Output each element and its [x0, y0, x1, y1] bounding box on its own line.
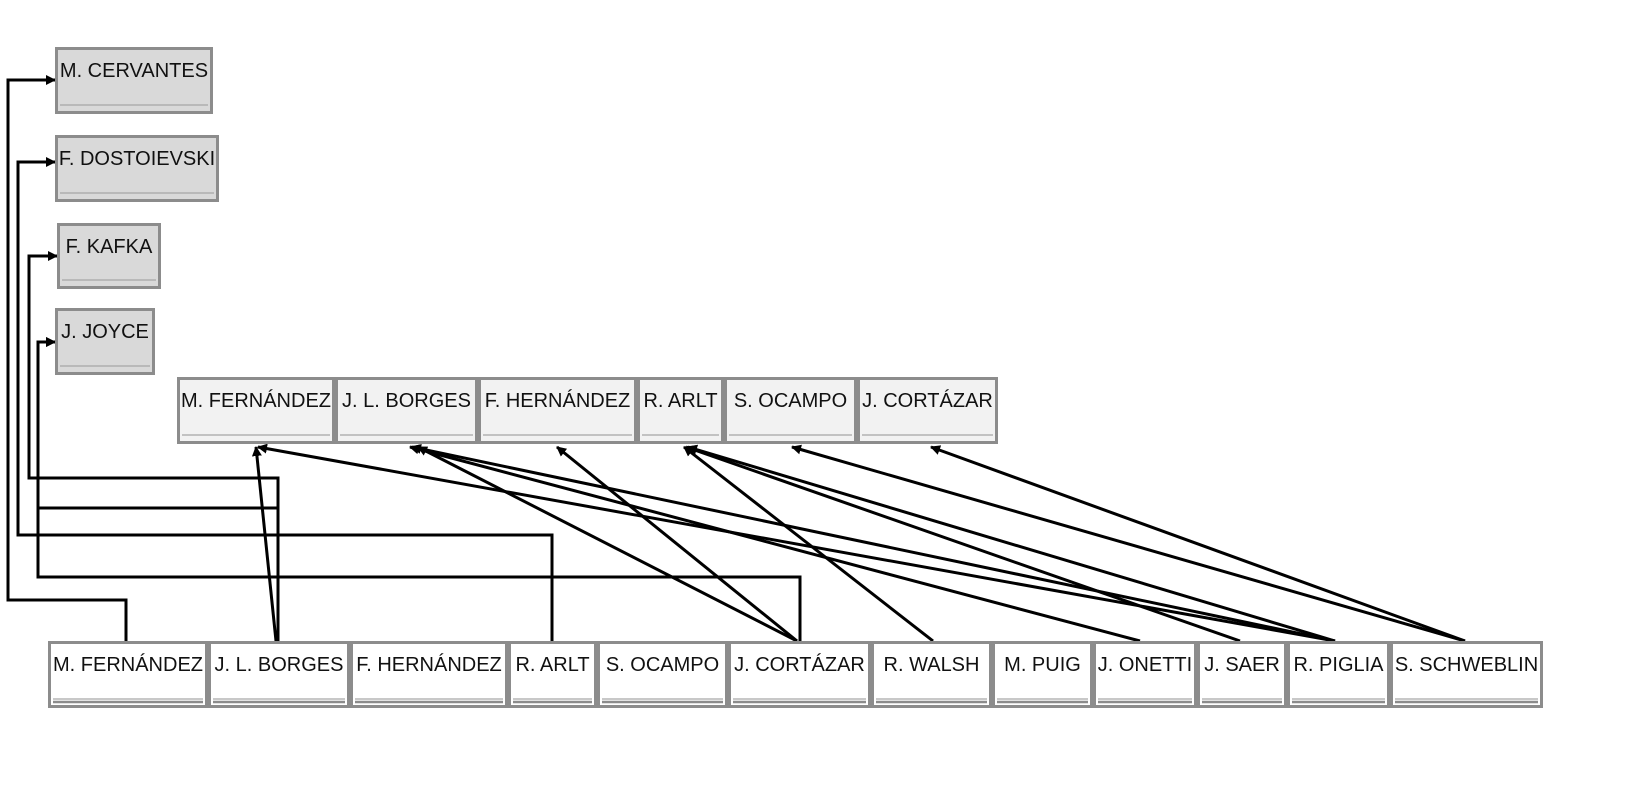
- top-author-label: F. KAFKA: [66, 236, 153, 258]
- top-author-box-frame: [55, 47, 213, 114]
- bottom-author-box-arlt: R. ARLT: [508, 641, 597, 708]
- influence-arrow-piglia-to-borges: [411, 443, 1336, 643]
- influence-arrow-saer-to-arlt: [685, 445, 1241, 643]
- bottom-author-box-ocampo: S. OCAMPO: [597, 641, 728, 708]
- middle-author-label: J. L. BORGES: [342, 390, 471, 412]
- bottom-author-label: J. CORTÁZAR: [734, 653, 865, 676]
- middle-author-box-frame: [637, 377, 724, 444]
- middle-author-box-ocampo: S. OCAMPO: [724, 377, 857, 444]
- bottom-author-box-walsh: R. WALSH: [871, 641, 992, 708]
- influence-arrow-arlt-to-dostoievski: [16, 157, 554, 641]
- top-author-box-cervantes: M. CERVANTES: [55, 47, 213, 114]
- top-author-label: M. CERVANTES: [60, 60, 208, 82]
- bottom-author-label: M. FERNÁNDEZ: [53, 653, 203, 676]
- middle-author-box-arlt: R. ARLT: [637, 377, 724, 444]
- middle-author-box-frame: [177, 377, 335, 444]
- bottom-author-box-frame: [597, 641, 728, 708]
- bottom-author-box-frame: [1390, 641, 1543, 708]
- influence-arrow-schweblin-to-cortazar: [930, 445, 1466, 643]
- middle-author-label: F. HERNÁNDEZ: [485, 389, 631, 412]
- middle-author-box-borges: J. L. BORGES: [335, 377, 478, 444]
- bottom-author-label: J. ONETTI: [1098, 654, 1192, 676]
- bottom-author-box-frame: [208, 641, 350, 708]
- bottom-author-box-hernandez: F. HERNÁNDEZ: [350, 641, 508, 708]
- bottom-author-label: R. ARLT: [515, 654, 589, 676]
- bottom-author-label: R. PIGLIA: [1293, 654, 1384, 676]
- influence-arrow-schweblin-to-ocampo: [791, 444, 1466, 643]
- bottom-author-box-saer: J. SAER: [1197, 641, 1287, 708]
- bottom-author-label: S. OCAMPO: [606, 654, 719, 676]
- top-author-label: F. DOSTOIEVSKI: [59, 148, 215, 170]
- bottom-author-box-borges: J. L. BORGES: [208, 641, 350, 708]
- influence-arrow-cortazar-to-joyce: [36, 337, 802, 641]
- bottom-author-box-frame: [728, 641, 871, 708]
- middle-author-box-frame: [857, 377, 998, 444]
- top-author-box-frame: [55, 135, 219, 202]
- top-author-box-dostoievski: F. DOSTOIEVSKI: [55, 135, 219, 202]
- bottom-author-label: R. WALSH: [884, 654, 980, 676]
- middle-author-label: R. ARLT: [643, 390, 717, 412]
- bottom-author-box-fernandez: M. FERNÁNDEZ: [48, 641, 208, 708]
- bottom-author-label: F. HERNÁNDEZ: [356, 653, 502, 676]
- influence-arrow-borges-to-fernandez: [251, 446, 278, 642]
- author-boxes: M. CERVANTES F. DOSTOIEVSKI F. KAFKA J. JOY…: [48, 47, 1543, 708]
- bottom-author-box-onetti: J. ONETTI: [1093, 641, 1197, 708]
- middle-author-box-frame: [478, 377, 637, 444]
- influence-arrow-onetti-to-borges: [409, 444, 1141, 643]
- influence-arrow-walsh-to-arlt: [683, 445, 934, 643]
- bottom-author-box-frame: [350, 641, 508, 708]
- middle-author-label: J. CORTÁZAR: [862, 389, 993, 412]
- middle-author-box-frame: [724, 377, 857, 444]
- middle-author-label: M. FERNÁNDEZ: [181, 389, 331, 412]
- bottom-author-label: J. SAER: [1204, 654, 1280, 676]
- top-author-label: J. JOYCE: [61, 321, 149, 343]
- influence-arrow-cortazar-to-hernandez: [556, 445, 798, 643]
- bottom-author-box-frame: [48, 641, 208, 708]
- middle-author-box-cortazar: J. CORTÁZAR: [857, 377, 998, 444]
- middle-author-box-fernandez: M. FERNÁNDEZ: [177, 377, 335, 444]
- top-author-box-joyce: J. JOYCE: [55, 308, 155, 375]
- bottom-author-box-puig: M. PUIG: [992, 641, 1093, 708]
- bottom-author-box-frame: [1093, 641, 1197, 708]
- influence-arrow-fernandez-to-cervantes: [6, 75, 128, 641]
- bottom-author-label: J. L. BORGES: [215, 654, 344, 676]
- middle-author-box-frame: [335, 377, 478, 444]
- bottom-author-box-frame: [992, 641, 1093, 708]
- top-author-box-frame: [57, 223, 161, 289]
- top-author-box-frame: [55, 308, 155, 375]
- bottom-author-label: M. PUIG: [1004, 654, 1081, 676]
- influence-arrows: [6, 75, 1466, 643]
- influence-arrow-piglia-to-arlt: [687, 444, 1336, 643]
- bottom-author-box-frame: [508, 641, 597, 708]
- bottom-author-box-frame: [1287, 641, 1390, 708]
- top-author-box-kafka: F. KAFKA: [57, 223, 161, 289]
- bottom-author-box-frame: [871, 641, 992, 708]
- bottom-author-box-piglia: R. PIGLIA: [1287, 641, 1390, 708]
- middle-author-label: S. OCAMPO: [734, 390, 847, 412]
- bottom-author-box-cortazar: J. CORTÁZAR: [728, 641, 871, 708]
- influence-arrow-cortazar-to-borges: [417, 445, 798, 643]
- bottom-author-label: S. SCHWEBLIN: [1395, 654, 1538, 676]
- bottom-author-box-frame: [1197, 641, 1287, 708]
- bottom-author-box-schweblin: S. SCHWEBLIN: [1390, 641, 1543, 708]
- influence-arrow-piglia-to-fernandez: [257, 443, 1336, 643]
- middle-author-box-hernandez: F. HERNÁNDEZ: [478, 377, 637, 444]
